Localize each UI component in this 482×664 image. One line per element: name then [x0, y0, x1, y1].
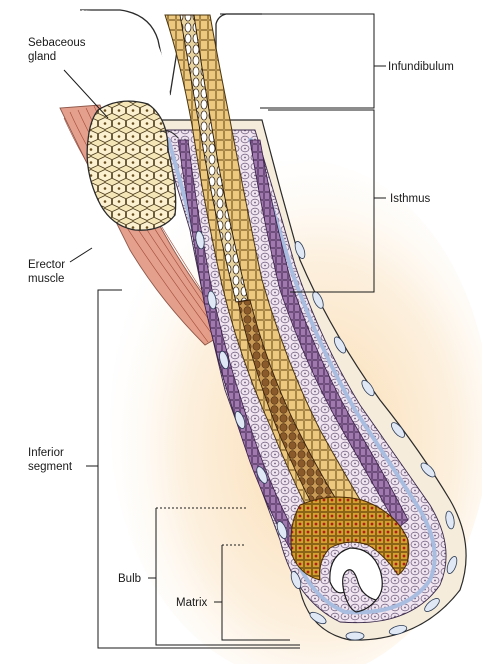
sebaceous-gland — [87, 101, 176, 230]
label-sebaceous-line2: gland — [28, 51, 56, 63]
infundibulum-bracket — [220, 14, 374, 108]
epidermis-left-fill — [60, 10, 170, 104]
label-erector-line2: muscle — [28, 273, 64, 285]
label-erector-line1: Erector — [28, 259, 65, 271]
label-isthmus: Isthmus — [390, 193, 431, 205]
label-erector-muscle: Erector muscle — [28, 259, 68, 285]
label-sebaceous-line1: Sebaceous — [28, 37, 86, 49]
label-inferior-line2: segment — [28, 461, 73, 473]
label-inferior-segment: Inferior segment — [28, 447, 73, 473]
erector-pointer — [70, 248, 92, 262]
label-infundibulum: Infundibulum — [388, 61, 454, 73]
label-bulb: Bulb — [118, 573, 141, 585]
label-inferior-line1: Inferior — [28, 447, 64, 459]
label-matrix: Matrix — [176, 597, 208, 609]
